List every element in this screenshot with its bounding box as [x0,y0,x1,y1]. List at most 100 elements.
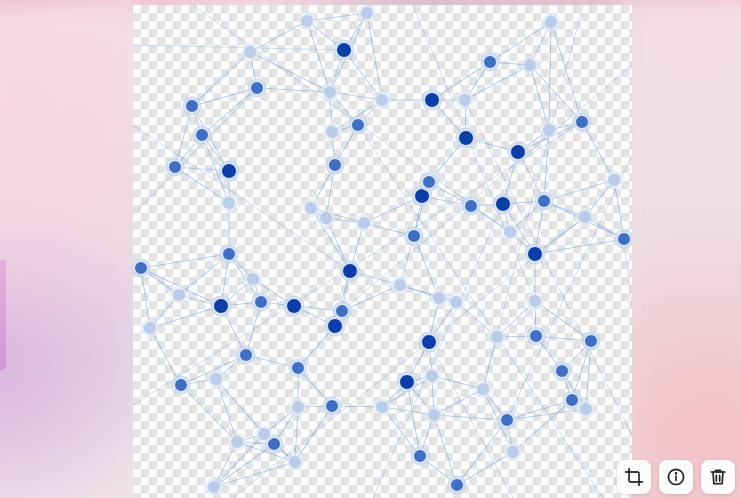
graph-node [566,394,579,407]
info-button[interactable] [659,460,693,494]
graph-node [451,479,464,492]
graph-node [255,296,268,309]
graph-node [326,400,339,413]
graph-edge [434,415,457,485]
graph-node [580,403,592,415]
crop-icon [624,467,644,487]
graph-node [336,305,349,318]
graph-node [459,131,474,146]
background-accent [0,260,6,370]
graph-edge [457,420,507,485]
graph-node [210,373,222,385]
graph-edge [507,400,572,420]
graph-node [585,335,598,348]
graph-node [361,7,373,19]
graph-edge [530,65,582,122]
graph-node [247,273,259,285]
graph-edge [150,306,221,328]
blurred-background-left [0,0,145,498]
graph-edge [367,13,382,100]
graph-edge [342,285,400,311]
graph-node [173,289,185,301]
graph-edge [530,65,549,130]
trash-icon [708,467,728,487]
graph-node [240,349,253,362]
graph-node [529,295,541,307]
graph-node [175,379,188,392]
graph-node [608,174,620,186]
graph-edge [407,382,420,456]
network-graph-image [133,5,632,498]
graph-node [231,436,243,448]
graph-node [504,226,516,238]
graph-node [376,401,388,413]
graph-edge [490,22,551,62]
graph-node [507,446,519,458]
graph-node [186,100,199,113]
graph-node [423,176,436,189]
graph-edge [214,444,274,487]
graph-node [511,145,526,160]
graph-edge [457,452,513,485]
graph-edge [624,239,632,305]
graph-edge [414,236,439,298]
graph-node [222,164,237,179]
graph-edge [133,125,350,271]
graph-edge [216,379,264,434]
graph-node [545,16,557,28]
graph-edge [373,204,503,498]
graph-node [425,93,440,108]
graph-edges [133,5,632,498]
delete-button[interactable] [701,460,735,494]
graph-node [426,370,438,382]
graph-edge [513,400,572,452]
graph-edge [133,45,344,50]
graph-node [394,279,406,291]
graph-node [223,197,235,209]
graph-node [320,212,332,224]
graph-node [135,262,148,275]
graph-node [491,331,503,343]
graph-node [169,161,182,174]
graph-node [422,335,437,350]
graph-edge [202,88,257,135]
graph-node [579,211,591,223]
graph-node [289,456,301,468]
graph-node [524,59,536,71]
graph-node [214,299,229,314]
graph-node [528,247,543,262]
graph-node [358,217,370,229]
crop-button[interactable] [617,460,651,494]
graph-edge [582,122,614,180]
graph-edge [216,379,237,442]
graph-node [208,481,220,493]
graph-node [477,383,489,395]
graph-edge [544,180,614,201]
graph-node [496,197,511,212]
blurred-background-right [621,0,741,498]
graph-node [618,233,631,246]
graph-node [328,319,343,334]
graph-node [465,200,478,213]
graph-node [530,330,543,343]
graph-node [352,119,365,132]
graph-node [576,116,589,129]
graph-edge [307,21,330,92]
graph-node [251,82,264,95]
graph-node [543,124,555,136]
graph-node [337,43,352,58]
image-canvas[interactable] [133,5,632,498]
graph-node [538,195,551,208]
graph-node [556,365,569,378]
graph-edge [257,88,330,92]
graph-edge [551,22,582,122]
graph-node [292,362,305,375]
graph-node [196,129,209,142]
image-toolbar [617,460,735,494]
graph-node [433,292,445,304]
graph-edge [150,328,181,385]
graph-node [450,296,462,308]
graph-node [484,56,497,69]
graph-node [408,230,421,243]
